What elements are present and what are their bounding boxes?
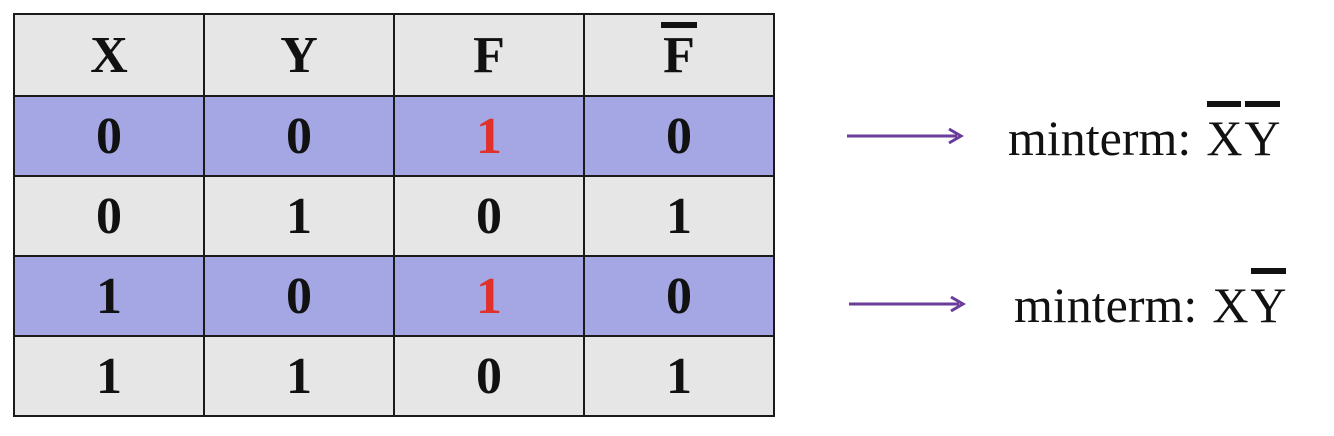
header-x: X (13, 13, 205, 97)
negation-bar (1251, 268, 1286, 274)
table-row: 0 0 1 0 (13, 95, 775, 177)
arrow-icon (847, 294, 977, 314)
cell-y: 0 (203, 255, 395, 337)
cell-y: 0 (203, 95, 395, 177)
arrow-icon (845, 126, 975, 146)
header-f-complement: F (583, 13, 775, 97)
cell-f-complement: 1 (583, 335, 775, 417)
cell-x: 1 (13, 255, 205, 337)
f-complement-symbol: F (661, 21, 697, 84)
cell-y: 1 (203, 175, 395, 257)
minterm-label: minterm: (1014, 277, 1198, 333)
table-row: 1 0 1 0 (13, 255, 775, 337)
cell-f-complement: 1 (583, 175, 775, 257)
minterm-label: minterm: (1008, 110, 1192, 166)
header-f: F (393, 13, 585, 97)
cell-f: 0 (393, 175, 585, 257)
cell-f: 1 (393, 95, 585, 177)
cell-f: 1 (393, 255, 585, 337)
literal-y-negated: Y (1243, 101, 1281, 163)
cell-x: 1 (13, 335, 205, 417)
cell-y: 1 (203, 335, 395, 417)
header-row: X Y F F (13, 13, 775, 97)
cell-f: 0 (393, 335, 585, 417)
literal-y-negated: Y (1249, 268, 1287, 330)
negation-bar (1207, 101, 1242, 107)
cell-f-complement: 0 (583, 255, 775, 337)
table-row: 0 1 0 1 (13, 175, 775, 257)
header-y: Y (203, 13, 395, 97)
cell-f-complement: 0 (583, 95, 775, 177)
literal-x: X (1212, 277, 1249, 333)
f-complement-label: F (663, 26, 695, 84)
negation-bar (1245, 101, 1280, 107)
complement-bar (661, 21, 697, 28)
cell-x: 0 (13, 175, 205, 257)
table-row: 1 1 0 1 (13, 335, 775, 417)
cell-x: 0 (13, 95, 205, 177)
literal-x-negated: X (1205, 101, 1243, 163)
truth-table: X Y F F 0 0 1 0 0 1 0 1 1 0 1 0 1 1 0 1 (13, 13, 775, 417)
